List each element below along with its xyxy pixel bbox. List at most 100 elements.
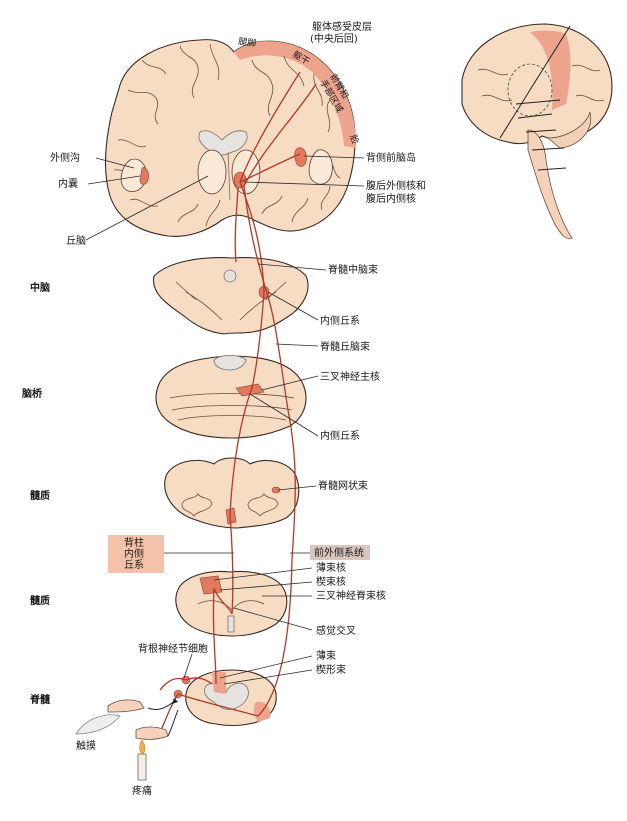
side-brain-view (461, 23, 613, 239)
side-brain-gyri (477, 64, 605, 102)
anterior-median-fissure (227, 615, 235, 633)
label-medial-lemniscus-1: 内侧丘系 (320, 314, 360, 327)
lead-vpl-vpm (243, 181, 365, 187)
anterolateral-box (310, 545, 370, 560)
label-medial-lemniscus-2: 内侧丘系 (320, 429, 360, 442)
label-cuneate-fasciculus: 楔形束 (316, 664, 346, 676)
insula-path (239, 153, 301, 183)
pontine-fibers (169, 393, 295, 421)
left-insula (120, 158, 147, 192)
side-brain-cortex-highlight (530, 30, 571, 110)
label-anterolateral: 前外侧系统 (314, 546, 364, 559)
label-dorsal-column-1: 背柱 (124, 536, 144, 549)
label-spinoreticular: 脊髓网状束 (318, 479, 368, 492)
label-gracile-fasciculus: 薄束 (316, 649, 336, 662)
lead-medial-lemniscus-2 (249, 393, 319, 437)
label-medulla-1: 髓质 (30, 489, 50, 502)
lower-medulla-section (175, 570, 288, 637)
thalamic-descent-path (234, 187, 239, 263)
label-trigeminal-spinal: 三叉神经脊束核 (316, 589, 386, 602)
lead-spinothalamic (275, 343, 319, 347)
label-vpl: 腹后外侧核和 (366, 179, 426, 192)
label-thalamus: 丘脑 (66, 234, 86, 247)
label-internal-capsule: 内囊 (58, 177, 78, 190)
label-drg-cell: 背根神经节细胞 (138, 642, 208, 655)
lead-cuneate-fasciculus (223, 669, 313, 685)
lead-trigeminal-main (261, 375, 319, 391)
label-touch: 触摸 (76, 739, 96, 752)
label-medulla-2: 髓质 (30, 594, 50, 607)
label-spinomesencephalic: 脊髓中脑束 (328, 263, 378, 276)
label-leg: 腿脚 (238, 36, 257, 49)
stimuli (75, 698, 179, 781)
label-pons: 脑桥 (22, 387, 43, 400)
left-thalamus (197, 149, 227, 195)
lead-cuneate-nucleus (219, 581, 313, 591)
label-spinothalamic: 脊髓丘脑束 (320, 340, 370, 353)
cerebral-aqueduct (223, 269, 237, 283)
label-pain: 疼痛 (132, 784, 152, 797)
right-insula (308, 149, 333, 185)
lead-spinoreticular (277, 485, 317, 491)
label-lateral-sulcus: 外侧沟 (50, 151, 80, 164)
left-putamen-highlight (139, 167, 149, 185)
label-cuneate-nucleus: 楔束核 (316, 575, 346, 588)
lead-sensory-decussation (233, 607, 313, 631)
label-somatosensory-cortex-sub: (中央后回) (310, 32, 358, 45)
text-labels: 腿脚 躯体感受皮层 (中央后回) 躯干 前臂和 手部区域 脸 外侧沟 内囊 丘脑… (22, 20, 426, 797)
gracile-cuneate-nuclei-highlight (199, 575, 223, 595)
label-vpm: 腹后内侧核 (366, 192, 416, 205)
side-brainstem-spinal-cord (527, 129, 573, 239)
lead-thalamus (85, 175, 209, 241)
dorsal-column-medial-lemniscus-path (212, 71, 301, 685)
midbrain-tracts (175, 281, 287, 321)
upper-medulla-ml-highlight (225, 507, 237, 525)
label-somatosensory-cortex: 躯体感受皮层 (312, 20, 372, 33)
touch-arrowhead (172, 698, 178, 704)
third-ventricle (227, 151, 231, 201)
dorsal-column-highlight (212, 672, 226, 694)
label-midbrain: 中脑 (30, 281, 50, 294)
right-gyri (251, 55, 341, 223)
lead-gracile-fasciculus (219, 655, 313, 679)
lead-spinomesencephalic (257, 263, 327, 271)
fourth-ventricle (213, 355, 247, 371)
lead-gracile-nucleus (213, 567, 313, 581)
side-thalamus-outline (507, 63, 553, 117)
somatosensory-cortex-highlight (234, 41, 356, 148)
label-dorsal-column-2: 内侧 (124, 547, 144, 560)
dorsal-column-box (108, 535, 164, 573)
right-olive (247, 493, 279, 517)
candle-icon (137, 753, 147, 781)
drg-central-processes (177, 677, 259, 717)
pathways (159, 71, 317, 733)
midbrain-outline (153, 257, 309, 335)
cerebrum-section (104, 39, 356, 237)
finger-pain (135, 726, 169, 740)
label-trigeminal-main: 三叉神经主核 (320, 370, 380, 383)
flame-icon (139, 739, 146, 755)
pain-arrow (167, 709, 179, 737)
lead-drg-cell (183, 653, 193, 679)
feather-icon (75, 714, 121, 735)
trigeminal-main-nucleus-highlight (235, 383, 265, 397)
label-dorsal-anterior-insula: 背侧前脑岛 (366, 151, 416, 164)
lead-medial-lemniscus-1 (267, 291, 319, 321)
finger-touch (107, 699, 145, 713)
right-thalamus (231, 149, 261, 195)
side-section-line-1 (499, 25, 571, 139)
lead-lateral-sulcus (95, 157, 135, 169)
left-olive (181, 493, 213, 517)
lead-dorsal-anterior-insula (303, 155, 365, 159)
label-dorsal-column-3: 丘系 (124, 559, 144, 571)
anterolateral-path (243, 83, 317, 717)
label-sensory-decussation: 感觉交叉 (316, 624, 356, 637)
midbrain-section (153, 257, 309, 335)
leader-lines (85, 155, 365, 685)
spinal-cord-section (185, 669, 277, 727)
lead-internal-capsule (87, 175, 141, 185)
label-face: 脸 (347, 133, 361, 146)
dorsal-anterior-insula-highlight (294, 147, 307, 167)
side-section-lines (515, 99, 567, 171)
